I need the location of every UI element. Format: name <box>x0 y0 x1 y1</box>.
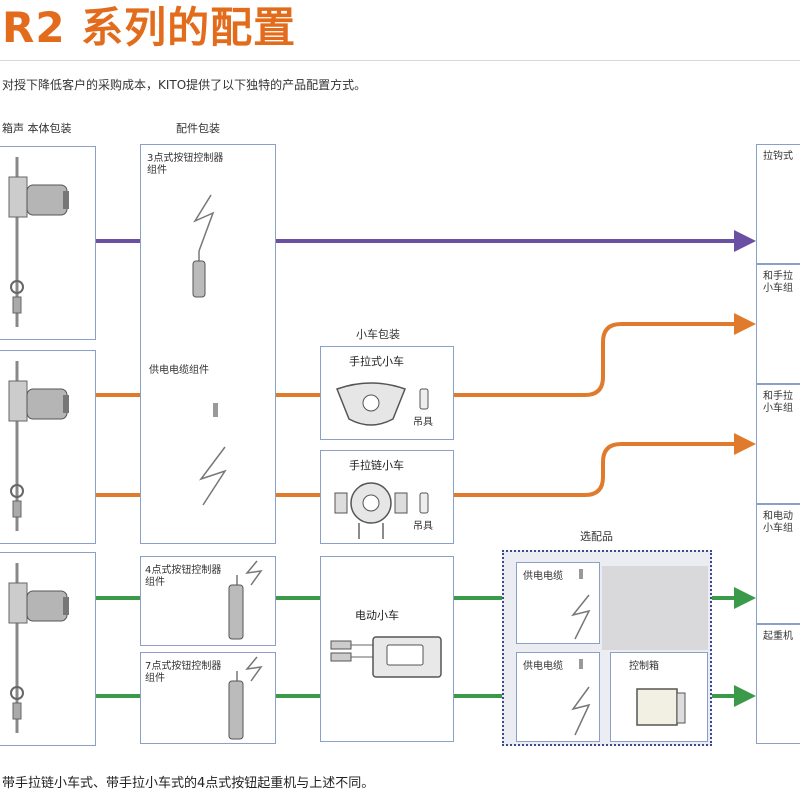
result-panel-label: 和手拉 小车组 <box>763 391 793 414</box>
control-box-label: 控制箱 <box>629 661 659 672</box>
cable-icon <box>198 403 227 506</box>
hook-icon <box>419 492 429 514</box>
header-body-pack: 箱声 本体包装 <box>2 122 72 135</box>
orange-line-1 <box>96 322 736 397</box>
hoist-box-1 <box>0 146 96 340</box>
power-cable-label-1: 供电电缆 <box>523 571 563 582</box>
result-panel-2: 和手拉 小车组 <box>756 264 800 384</box>
green-arrowhead-2 <box>734 685 756 707</box>
hoist-icon <box>8 157 69 327</box>
accessory-pack-box: 3点式按钮控制器 组件 供电电缆组件 <box>140 144 276 544</box>
header-trolley-pack: 小车包装 <box>356 328 400 341</box>
chain-trolley-label: 手拉链小车 <box>349 459 404 472</box>
control-box-box: 控制箱 <box>610 652 708 742</box>
hook-label: 吊具 <box>413 521 433 532</box>
header-options: 选配品 <box>580 530 613 543</box>
pendant-icon <box>192 194 215 298</box>
result-panel-label: 和电动 小车组 <box>763 511 793 534</box>
chain-trolley-icon <box>334 482 408 539</box>
result-panel-label: 和手拉 小车组 <box>763 271 793 294</box>
power-cable-box-1: 供电电缆 <box>516 562 600 644</box>
chain-trolley-box: 手拉链小车 吊具 <box>320 450 454 544</box>
pendant7-label: 7点式按钮控制器 组件 <box>145 661 222 684</box>
result-panel-3: 和手拉 小车组 <box>756 384 800 504</box>
electric-trolley-icon <box>330 636 442 678</box>
manual-trolley-icon <box>336 382 406 426</box>
result-panel-label: 拉钩式 <box>763 151 793 162</box>
pendant7-box: 7点式按钮控制器 组件 <box>140 652 276 744</box>
title-divider <box>0 60 800 61</box>
control-box-icon <box>636 688 686 726</box>
orange-arrowhead-1 <box>734 313 756 335</box>
intro-text: 对授下降低客户的采购成本，KITO提供了以下独特的产品配置方式。 <box>2 78 367 92</box>
orange-line-2 <box>96 442 736 497</box>
electric-trolley-box: 电动小车 <box>320 556 454 742</box>
manual-trolley-box: 手拉式小车 吊具 <box>320 346 454 440</box>
hoist-icon <box>8 563 69 733</box>
options-grey-area <box>602 566 708 650</box>
hoist-box-2 <box>0 350 96 544</box>
pendant4-box: 4点式按钮控制器 组件 <box>140 556 276 646</box>
power-cable-box-2: 供电电缆 <box>516 652 600 742</box>
green-arrowhead-1 <box>734 587 756 609</box>
pendant-icon <box>228 560 263 640</box>
pendant3-label: 3点式按钮控制器 组件 <box>147 153 224 176</box>
hook-icon <box>419 388 429 410</box>
cable-icon <box>571 659 591 736</box>
hoist-box-3 <box>0 552 96 746</box>
cable-icon <box>571 569 591 640</box>
hoist-icon <box>8 361 69 531</box>
pendant4-label: 4点式按钮控制器 组件 <box>145 565 222 588</box>
orange-arrowhead-2 <box>734 433 756 455</box>
result-panel-4: 和电动 小车组 <box>756 504 800 624</box>
manual-trolley-label: 手拉式小车 <box>349 355 404 368</box>
result-panel-label: 起重机 <box>763 631 793 642</box>
result-panel-5: 起重机 <box>756 624 800 744</box>
pendant-icon <box>228 656 263 740</box>
footer-note: 带手拉链小车式、带手拉小车式的4点式按钮起重机与上述不同。 <box>2 776 375 791</box>
electric-trolley-label: 电动小车 <box>355 609 399 622</box>
purple-arrowhead <box>734 230 756 252</box>
page-title: R2 系列的配置 <box>2 3 297 52</box>
hook-label: 吊具 <box>413 417 433 428</box>
power-cable-label-2: 供电电缆 <box>523 661 563 672</box>
power-cable-set-label: 供电电缆组件 <box>149 365 209 376</box>
result-panel-1: 拉钩式 <box>756 144 800 264</box>
header-accessory-pack: 配件包装 <box>176 122 220 135</box>
